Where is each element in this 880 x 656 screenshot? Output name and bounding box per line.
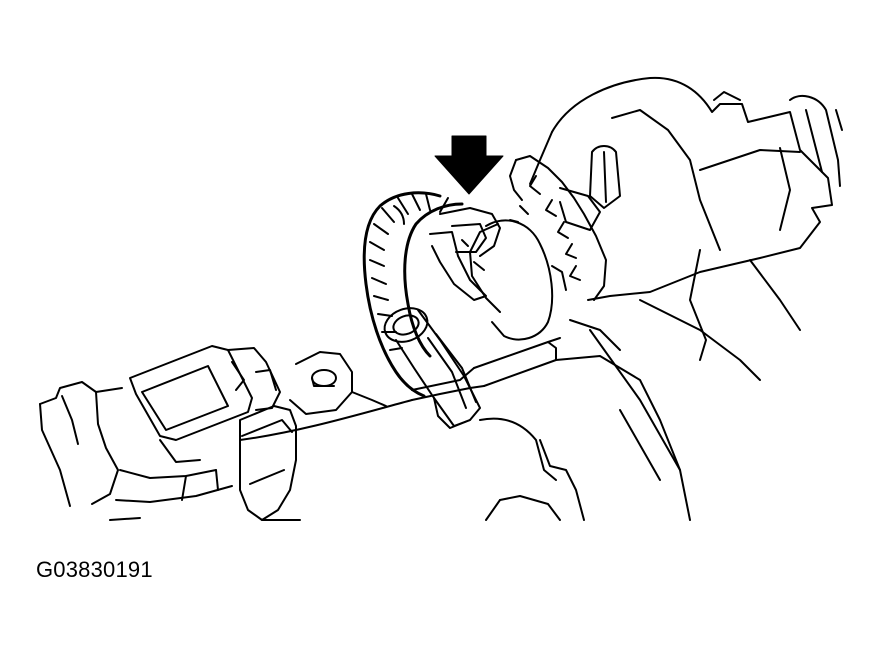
figure-code: G03830191 <box>36 557 153 582</box>
wire-harness <box>362 191 464 398</box>
connector-plug <box>429 207 554 341</box>
component-housing <box>529 76 843 381</box>
left-components <box>39 345 387 521</box>
rod <box>411 337 561 401</box>
manifold-body <box>239 319 691 521</box>
down-arrow-icon <box>434 135 504 195</box>
harness-clamp <box>383 307 481 429</box>
